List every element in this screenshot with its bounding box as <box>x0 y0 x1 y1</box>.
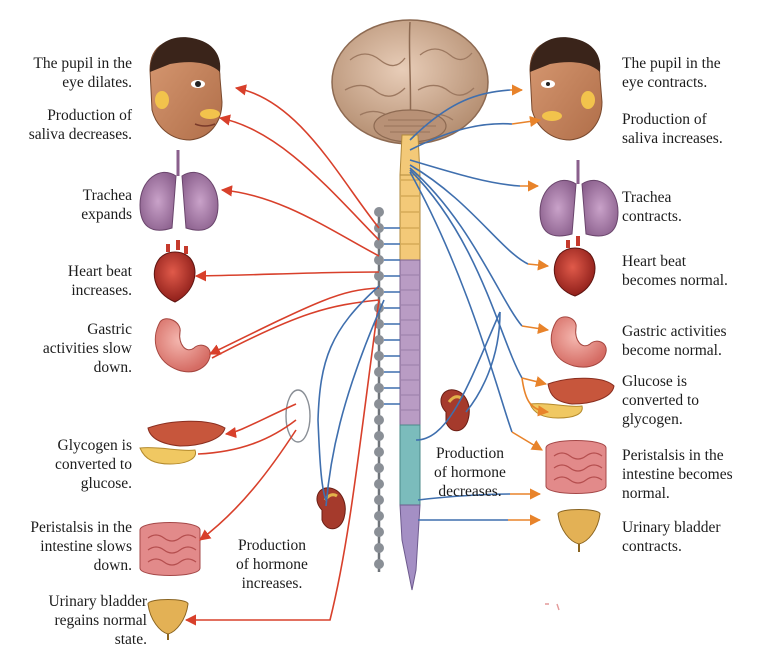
left-liver-pancreas-illustration <box>139 420 226 465</box>
label-trachea-expands: Trachea expands <box>81 187 132 223</box>
label-gastric-normal: Gastric activities become normal. <box>622 323 727 359</box>
right-lungs-illustration <box>539 160 619 237</box>
label-bladder-contracts: Urinary bladder contracts. <box>622 519 721 555</box>
label-peristalsis-slows: Peristalsis in the intestine slows down. <box>30 519 132 574</box>
left-stomach-illustration <box>154 318 211 373</box>
right-bladder-illustration <box>557 509 601 552</box>
label-bladder-normal: Urinary bladder regains normal state. <box>48 593 147 648</box>
left-heart-illustration <box>153 240 196 303</box>
label-glycogen-to-glucose: Glycogen is converted to glucose. <box>54 437 132 492</box>
label-pupil-dilates: The pupil in the eye dilates. <box>33 55 132 91</box>
label-heart-beat-increases: Heart beat increases. <box>67 263 132 299</box>
label-saliva-increases: Production of saliva increases. <box>622 111 723 147</box>
label-peristalsis-normal: Peristalsis in the intestine becomes nor… <box>622 447 733 502</box>
right-heart-illustration <box>553 236 596 297</box>
left-bladder-illustration <box>147 599 189 640</box>
left-intestine-illustration <box>139 522 201 576</box>
sympathetic-ganglion-chain <box>374 207 400 572</box>
label-saliva-decreases: Production of saliva decreases. <box>28 107 132 143</box>
left-lungs-illustration <box>139 150 219 231</box>
left-kidney-illustration <box>316 487 346 530</box>
right-face-illustration <box>529 37 603 141</box>
right-intestine-illustration <box>545 440 607 494</box>
brain <box>331 19 489 145</box>
label-pupil-contracts: The pupil in the eye contracts. <box>622 55 721 91</box>
sympathetic-nerves <box>184 84 380 626</box>
right-stomach-illustration <box>550 316 607 368</box>
right-liver-pancreas-illustration <box>529 377 615 419</box>
label-hormone-decreases: Production of hormone decreases. <box>434 445 506 500</box>
label-trachea-contracts: Trachea contracts. <box>622 189 682 225</box>
label-gastric-slows: Gastric activities slow down. <box>42 321 132 376</box>
parasympathetic-nerves <box>317 84 550 526</box>
label-glucose-to-glycogen: Glucose is converted to glycogen. <box>622 373 700 428</box>
label-hormone-increases: Production of hormone increases. <box>236 537 308 592</box>
left-face-illustration <box>149 37 223 141</box>
spinal-cord <box>399 134 421 591</box>
label-heart-beat-normal: Heart beat becomes normal. <box>622 253 728 289</box>
